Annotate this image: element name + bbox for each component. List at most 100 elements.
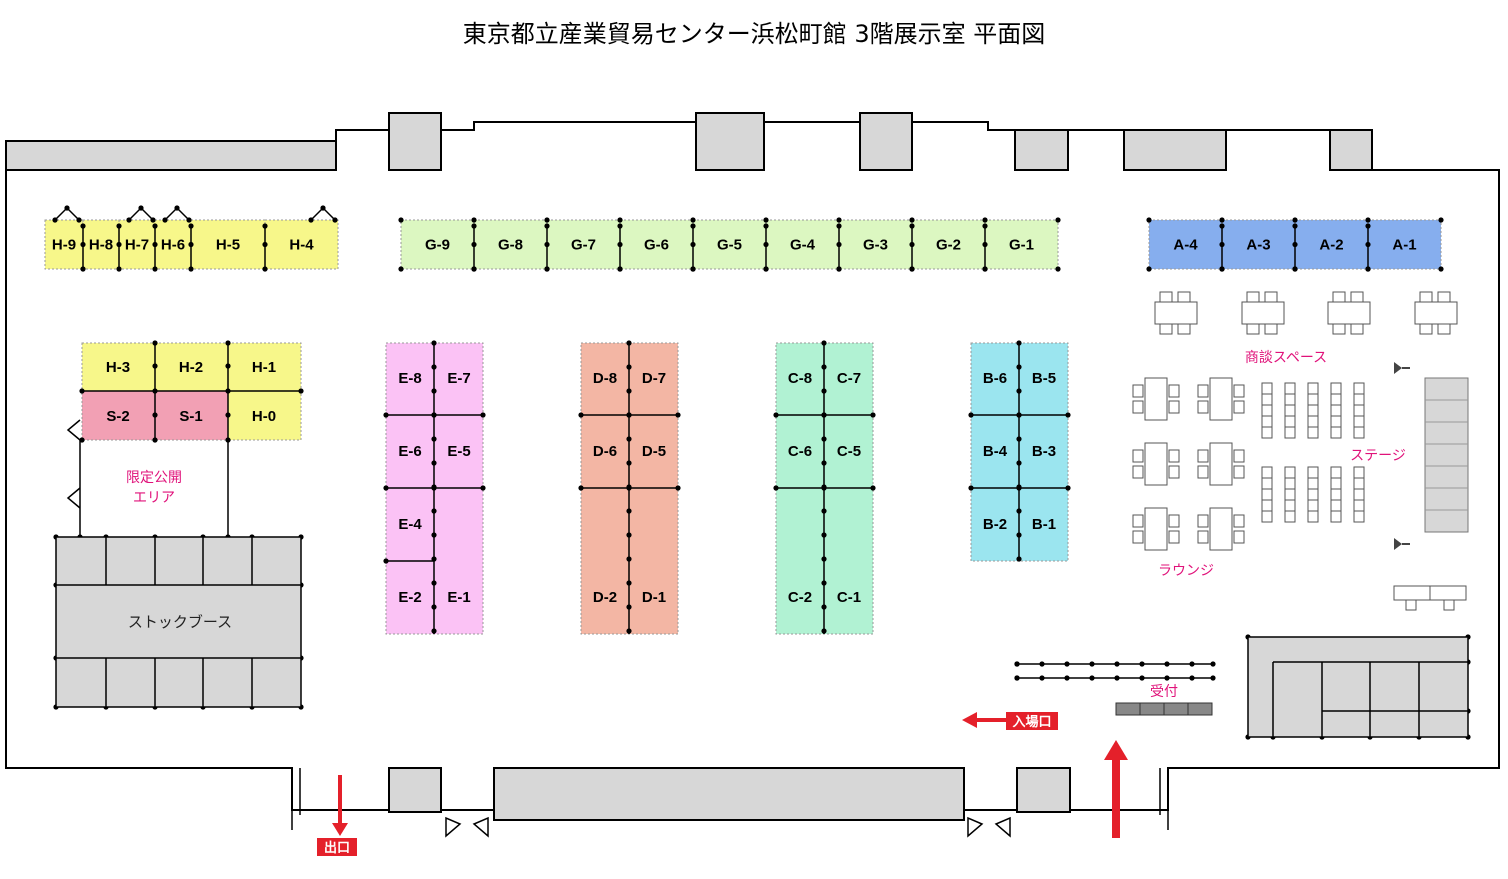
- wall-node: [870, 412, 876, 418]
- stage-seat: [1284, 382, 1296, 395]
- booth-label: B-2: [983, 516, 1007, 533]
- booth-g-5[interactable]: [692, 219, 767, 270]
- stage-seat: [1353, 404, 1365, 417]
- booth-label: C-5: [837, 443, 861, 460]
- booth-label: E-2: [398, 589, 421, 606]
- stage-seat: [1261, 415, 1273, 428]
- wall-node: [152, 437, 158, 443]
- wall-node: [152, 363, 158, 369]
- wall-node: [431, 604, 437, 610]
- wall-node: [821, 364, 827, 370]
- wall-node: [690, 223, 696, 229]
- wall-node: [152, 223, 158, 229]
- wall-node: [471, 217, 477, 223]
- booth-h-3[interactable]: [81, 342, 156, 392]
- wall-node: [320, 205, 326, 211]
- booth-a-1[interactable]: [1367, 219, 1442, 270]
- wall-node: [1365, 217, 1371, 223]
- booth-h-9[interactable]: [44, 219, 84, 270]
- stage-seat: [1307, 415, 1319, 428]
- booth-label: G-2: [936, 237, 961, 254]
- booth-label: D-8: [593, 370, 617, 387]
- reception-area: [1017, 663, 1213, 716]
- storage-right: [1247, 636, 1469, 738]
- wall-node: [690, 217, 696, 223]
- booth-a-4[interactable]: [1148, 219, 1223, 270]
- wall-node: [821, 436, 827, 442]
- wall-node: [1016, 340, 1022, 346]
- wall-node: [617, 223, 623, 229]
- exit-sign: 出口: [317, 838, 357, 856]
- wall-node: [1016, 460, 1022, 466]
- booth-label: G-3: [863, 237, 888, 254]
- booth-label: C-8: [788, 370, 812, 387]
- booth-label: E-4: [398, 516, 422, 533]
- wall-node: [626, 436, 632, 442]
- booth-a-3[interactable]: [1221, 219, 1296, 270]
- wall-node: [52, 217, 58, 223]
- wall-node: [821, 556, 827, 562]
- stage-seat: [1284, 466, 1296, 479]
- wall-node: [1292, 241, 1298, 248]
- wall-node: [870, 485, 876, 491]
- wall-node: [431, 388, 437, 394]
- wall-node: [821, 508, 827, 514]
- wall-node: [152, 340, 158, 346]
- booth-g-4[interactable]: [765, 219, 840, 270]
- wall-node: [1146, 217, 1152, 223]
- booth-label: H-8: [89, 237, 113, 254]
- booth-g-1[interactable]: [984, 219, 1059, 270]
- stage-seat: [1261, 477, 1273, 490]
- wall-node: [138, 205, 144, 211]
- wall-node: [821, 532, 827, 538]
- wall-node: [1438, 217, 1444, 223]
- wall-node: [186, 217, 192, 223]
- booth-label: D-5: [642, 443, 666, 460]
- wall-node: [431, 412, 437, 418]
- booth-h-5[interactable]: [190, 219, 266, 270]
- booth-g-3[interactable]: [838, 219, 913, 270]
- booth-g-7[interactable]: [546, 219, 621, 270]
- stage-seat: [1330, 415, 1342, 428]
- wall-node: [690, 266, 696, 272]
- stage-seat: [1330, 499, 1342, 512]
- booth-label: A-1: [1392, 237, 1416, 254]
- booth-label: E-6: [398, 443, 421, 460]
- wall-node: [262, 241, 268, 248]
- booth-label: G-1: [1009, 237, 1034, 254]
- wall-node: [821, 580, 827, 586]
- wall-node: [471, 241, 477, 248]
- wall-node: [617, 241, 623, 248]
- booth-g-6[interactable]: [619, 219, 694, 270]
- wall-node: [1016, 508, 1022, 514]
- wall-node: [763, 266, 769, 272]
- wall-node: [332, 217, 338, 223]
- wall-node: [821, 628, 827, 634]
- wall-node: [821, 460, 827, 466]
- wall-node: [626, 460, 632, 466]
- booth-label: G-9: [425, 237, 450, 254]
- stage-seat: [1330, 426, 1342, 439]
- wall-node: [982, 217, 988, 223]
- booth-label: G-8: [498, 237, 523, 254]
- booth-h-4[interactable]: [264, 219, 339, 270]
- wall-node: [821, 340, 827, 346]
- wall-node: [116, 223, 122, 229]
- booth-a-2[interactable]: [1294, 219, 1369, 270]
- booth-g-8[interactable]: [473, 219, 548, 270]
- stage-seat: [1307, 477, 1319, 490]
- wall-node: [968, 485, 974, 491]
- wall-node: [544, 266, 550, 272]
- booth-h-8[interactable]: [82, 219, 120, 270]
- wall-node: [308, 217, 314, 223]
- booth-label: H-4: [289, 237, 314, 254]
- booth-label: A-3: [1246, 237, 1270, 254]
- wall-node: [262, 266, 268, 272]
- stage-seat: [1307, 404, 1319, 417]
- stage-seat: [1284, 477, 1296, 490]
- stage-seat: [1307, 466, 1319, 479]
- stage-seat: [1261, 426, 1273, 439]
- wall-node: [544, 217, 550, 223]
- stage-seat: [1261, 382, 1273, 395]
- booth-label: C-6: [788, 443, 812, 460]
